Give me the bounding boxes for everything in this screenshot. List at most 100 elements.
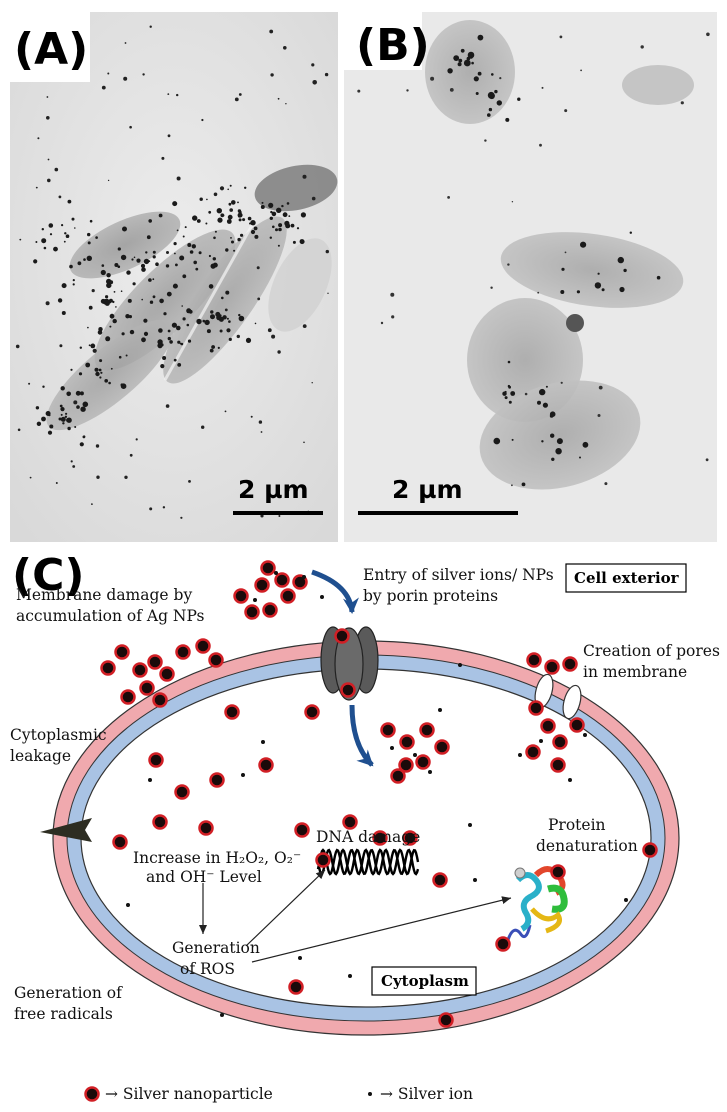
ag-aggregate: [98, 327, 103, 332]
ag-aggregate: [98, 368, 102, 372]
ag-aggregate: [271, 211, 277, 217]
ag-aggregate: [45, 301, 50, 306]
ag-aggregate: [276, 207, 282, 213]
ag-aggregate: [537, 400, 541, 405]
ag-aggregate: [129, 125, 132, 129]
silver-ion: [438, 708, 442, 712]
silver-nanoparticle: [280, 588, 296, 604]
ag-aggregate: [302, 174, 307, 179]
ag-aggregate: [125, 314, 130, 319]
ag-aggregate: [173, 242, 177, 246]
ag-aggregate: [430, 76, 435, 81]
ag-aggregate: [541, 440, 544, 443]
ag-aggregate: [231, 200, 236, 205]
ag-aggregate: [112, 318, 117, 324]
ag-aggregate: [108, 381, 111, 385]
ag-aggregate: [277, 244, 280, 247]
silver-nanoparticle: [260, 560, 276, 576]
ag-aggregate: [494, 89, 498, 94]
label-protein: Protein denaturation: [536, 816, 638, 855]
ag-aggregate: [477, 71, 482, 76]
ag-aggregate: [101, 85, 106, 90]
ag-aggregate: [96, 369, 98, 372]
silver-ion: [220, 1013, 224, 1017]
ag-aggregate: [123, 76, 128, 81]
ag-aggregate: [72, 279, 75, 282]
ag-aggregate: [507, 263, 510, 266]
panel-b: (B) 2 µm: [344, 12, 717, 542]
ag-aggregate: [167, 134, 171, 138]
particle-cluster: [566, 314, 584, 332]
silver-nanoparticle: [399, 734, 415, 750]
ag-aggregate: [176, 325, 181, 331]
ag-aggregate: [60, 416, 66, 422]
ag-aggregate: [250, 229, 256, 235]
ag-aggregate: [35, 406, 40, 410]
silver-nanoparticle: [304, 704, 320, 720]
ag-aggregate: [90, 343, 96, 349]
ag-aggregate: [85, 362, 91, 368]
ag-aggregate: [254, 234, 259, 239]
ag-aggregate: [561, 267, 565, 271]
label-membrane-damage: Membrane damage by accumulation of Ag NP…: [16, 586, 205, 625]
ag-aggregate: [167, 93, 170, 95]
lysed-line: [163, 219, 257, 381]
ag-aggregate: [181, 305, 183, 307]
ag-aggregate: [66, 417, 72, 423]
ag-aggregate: [122, 226, 127, 232]
ag-aggregate: [597, 414, 601, 417]
ag-aggregate: [390, 292, 395, 297]
ag-aggregate: [155, 262, 159, 267]
ag-aggregate: [159, 329, 162, 331]
ag-aggregate: [230, 237, 232, 239]
panel-label-c: (C): [12, 550, 85, 601]
ag-aggregate: [228, 337, 232, 341]
silver-nanoparticle: [398, 757, 414, 773]
silver-nanoparticle: [526, 652, 542, 668]
silver-nanoparticle: [274, 572, 290, 588]
ag-aggregate: [288, 215, 291, 218]
ag-aggregate: [491, 73, 494, 76]
ag-aggregate: [559, 35, 563, 39]
bacterium: [479, 380, 641, 490]
ag-aggregate: [41, 228, 44, 231]
ag-aggregate: [64, 415, 68, 418]
silver-ion: [473, 878, 477, 882]
ag-aggregate: [260, 205, 265, 209]
ag-aggregate: [160, 364, 165, 369]
ag-aggregate: [163, 312, 167, 316]
ag-aggregate: [95, 236, 98, 239]
ag-aggregate: [133, 256, 136, 259]
ag-aggregate: [275, 228, 278, 232]
ag-aggregate: [61, 283, 67, 289]
ag-aggregate: [221, 296, 224, 300]
ag-aggregate: [560, 290, 565, 294]
ag-aggregate: [247, 216, 252, 221]
porin: [334, 627, 364, 701]
ag-aggregate: [41, 238, 47, 244]
ag-aggregate: [312, 80, 318, 85]
ag-aggregate: [63, 240, 66, 243]
ag-aggregate: [228, 202, 232, 206]
ag-aggregate: [555, 448, 562, 455]
ag-aggregate: [60, 407, 65, 412]
ag-aggregate: [124, 475, 128, 479]
silver-ion: [583, 733, 587, 737]
panel-c: (C): [10, 550, 720, 1103]
ag-aggregate: [112, 300, 115, 304]
ag-aggregate: [507, 360, 511, 364]
ag-aggregate: [458, 58, 463, 63]
ag-aggregate: [325, 249, 329, 254]
silver-ion: [568, 778, 572, 782]
bacterium: [500, 232, 684, 308]
ag-aggregate: [471, 61, 474, 65]
ag-aggregate: [269, 29, 274, 34]
ag-aggregate: [186, 323, 190, 327]
ag-aggregate: [192, 215, 198, 221]
ag-aggregate: [101, 264, 105, 267]
ag-aggregate: [129, 453, 133, 457]
silver-nanoparticle: [550, 864, 566, 880]
ag-aggregate: [282, 212, 288, 218]
ag-aggregate: [597, 272, 600, 275]
ag-aggregate: [187, 243, 192, 247]
